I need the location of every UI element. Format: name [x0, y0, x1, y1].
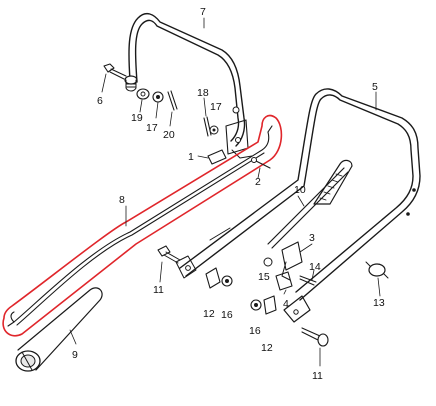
bracket-part-12-right — [263, 295, 277, 315]
callout-11-left: 11 — [153, 284, 164, 296]
callout-15: 15 — [258, 271, 270, 283]
callout-labels: 7 5 6 19 17 20 18 17 1 2 10 8 9 11 11 3 … — [72, 6, 385, 382]
callout-14: 14 — [309, 261, 321, 273]
lever-assembly-part-3 — [281, 241, 303, 281]
callout-leaders — [69, 17, 381, 367]
callout-2: 2 — [255, 176, 261, 188]
callout-16-left: 16 — [221, 309, 233, 321]
callout-18: 18 — [197, 87, 209, 99]
cable-highlight-outline — [2, 114, 283, 337]
callout-7: 7 — [200, 6, 206, 18]
grip-part-9 — [15, 287, 103, 372]
callout-13: 13 — [373, 297, 385, 309]
control-cable-part-8 — [7, 125, 273, 327]
callout-17-lower: 17 — [210, 101, 222, 113]
callout-20: 20 — [163, 129, 175, 141]
pin-part-18 — [203, 116, 212, 137]
screw-part-14 — [299, 275, 317, 286]
callout-10: 10 — [294, 184, 306, 196]
lower-handle-part-5 — [175, 88, 421, 323]
callout-6: 6 — [97, 95, 103, 107]
rod-part-10 — [267, 159, 353, 249]
block-part-4 — [275, 271, 293, 291]
callout-3: 3 — [309, 232, 315, 244]
bolt-part-11-left — [157, 245, 181, 264]
callout-16-right: 16 — [249, 325, 261, 337]
callout-8: 8 — [119, 194, 125, 206]
washer-part-15 — [263, 257, 273, 267]
upper-handle-part-7 — [124, 12, 253, 159]
pin-part-20 — [167, 90, 178, 111]
bracket-part-12-left — [205, 267, 221, 289]
callout-12-left: 12 — [203, 308, 215, 320]
callout-12-right: 12 — [261, 342, 273, 354]
callout-5: 5 — [372, 81, 378, 93]
knob-part-13 — [365, 261, 389, 279]
clip-part-1 — [207, 149, 227, 165]
callout-9: 9 — [72, 349, 78, 361]
callout-19: 19 — [131, 112, 143, 124]
callout-1: 1 — [188, 151, 194, 163]
bolt-part-6 — [103, 63, 127, 80]
bolt-part-11-bottom — [301, 327, 329, 347]
callout-17-upper: 17 — [146, 122, 158, 134]
callout-4: 4 — [283, 298, 289, 310]
callout-11-bottom: 11 — [312, 370, 323, 382]
